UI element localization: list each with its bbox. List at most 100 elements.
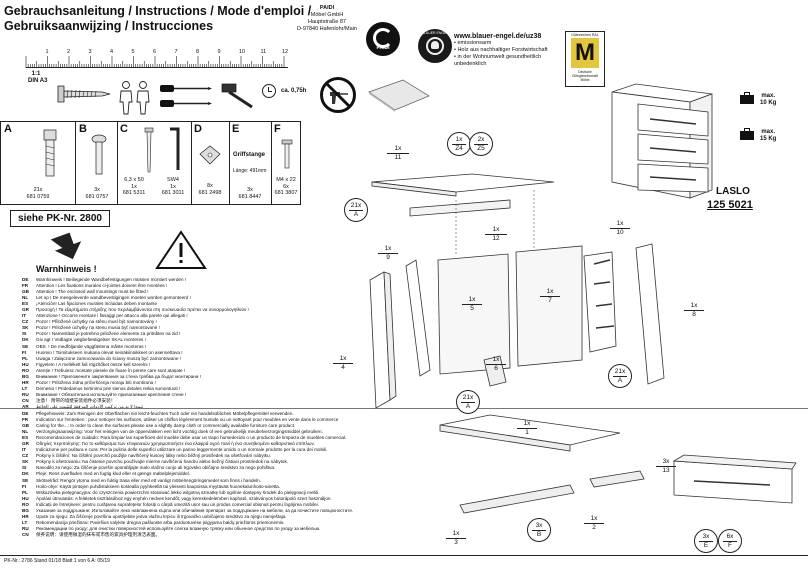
load-drawer-label: max.15 Kg	[760, 129, 777, 142]
warning-row: ES¡Atención! Las fijaciones murales incl…	[22, 301, 362, 307]
warning-text: Pozor ! Priložené úchytky na stenu musia…	[36, 325, 160, 331]
screwdrivers-icon	[160, 85, 212, 107]
warning-lang-code: IT	[22, 313, 27, 319]
care-text: Indicații de întreținere: pentru curățar…	[36, 501, 319, 507]
warning-lang-code: AR	[22, 403, 29, 409]
care-lang-code: GR	[22, 441, 29, 447]
care-text: Pleje: Rens overfladen med en fugtig klu…	[36, 471, 190, 477]
care-text: Indicazione per pulitura e cura: Per la …	[36, 447, 328, 453]
warning-text: تنبيه! لا بد من تركيب الأدوات المرفقة لل…	[36, 403, 144, 409]
warning-lang-code: LT	[22, 385, 28, 391]
warning-text: Pozor ! Priložena zidna pričvršćenja mor…	[36, 379, 156, 385]
hammer-icon	[221, 83, 253, 109]
warning-lang-code: GB	[22, 289, 29, 295]
care-text: Pflegehinweis: Zum Reinigen der Oberfläc…	[36, 411, 294, 416]
warning-lang-code: SK	[22, 325, 29, 331]
scale-label: 1:1 DIN A3	[28, 71, 48, 84]
warning-lang-code: BG	[22, 373, 29, 379]
ruler-number: 9	[217, 49, 221, 55]
care-text: Skötselråd: Rengör ytorna med en fuktig …	[36, 477, 261, 483]
care-lang-code: HR	[22, 513, 29, 519]
drawer-assembly-drawing	[439, 414, 797, 514]
care-lang-code: RO	[22, 501, 29, 507]
dowel-a-icon	[43, 129, 57, 177]
part-letter-b: B	[79, 123, 87, 135]
assembly-time: ca. 0,75h	[281, 88, 307, 94]
warning-row: HR Pozor ! Priložena zidna pričvršćenja m…	[22, 380, 362, 386]
warning-row: SK Pozor ! Priložené úchytky na stenu mus…	[22, 325, 362, 331]
cam-bolt-b-icon	[91, 134, 107, 175]
warning-text: Let op ! De meegeleverde wandbevestiging…	[36, 295, 191, 301]
warning-text: Warnhinweis ! Beiliegende Wandbefestigun…	[36, 277, 187, 282]
care-text: Οδηγίες περιποίησης: Για το καθάρισμα τω…	[36, 441, 316, 447]
warning-lang-code: RO	[22, 367, 29, 373]
care-lang-code: SE	[22, 477, 29, 483]
care-lang-code: ES	[22, 435, 29, 441]
ruler-number: 6	[153, 49, 157, 55]
warning-text: Προσοχή ! Τα εξαρτήματα στήριξης που περ…	[36, 307, 249, 313]
care-text: 保养说明：请使用微湿的抹布或市售的家具护理剂清洁表面。	[36, 531, 161, 537]
footer-text: PK-Nr.: 2786 Stand 01/18 Blatt 1 von 6 A…	[4, 558, 110, 564]
warning-text: Giv agt ! Vedlagte vægbefæstigelser SKAL…	[36, 337, 146, 343]
ruler-number: 7	[174, 49, 178, 55]
cardboard-underlay-icon	[368, 79, 430, 112]
clock-icon	[262, 84, 276, 98]
arrow-down-icon	[50, 232, 82, 260]
ruler-number: 3	[88, 49, 92, 55]
screw-f-icon	[281, 139, 293, 169]
product-number: 125 5021	[707, 199, 753, 211]
care-text: Caring for the...: In order to clean the…	[36, 423, 296, 429]
screw-c-icon	[144, 127, 154, 173]
part-e-title: Griffstange	[233, 152, 266, 158]
ruler-number: 5	[131, 49, 135, 55]
part-letter-c: C	[120, 123, 128, 135]
warning-lang-code: FR	[22, 283, 29, 289]
care-row: HR Upute za njegu: Za čišćenje površina u…	[22, 514, 552, 520]
warning-text: Dėmesio ! Pridedamus tvirtinimo prie sie…	[36, 385, 181, 391]
weight-icon-drawer	[740, 128, 754, 140]
care-lang-code: PL	[22, 489, 28, 495]
product-name: LASLO	[716, 186, 750, 197]
page-title: Gebrauchsanleitung / Instructions / Mode…	[4, 4, 311, 18]
care-lang-code: DK	[22, 471, 29, 477]
care-row: GR Οδηγίες περιποίησης: Για το καθάρισμα …	[22, 441, 552, 447]
care-text: Upute za njegu: Za čišćenje površina upo…	[36, 513, 287, 519]
part-letter-a: A	[4, 123, 12, 135]
part-letter-d: D	[194, 123, 202, 135]
title-de: Gebrauchsanleitung	[4, 4, 125, 18]
warning-row: LT Dėmesio ! Pridedamus tvirtinimo prie s…	[22, 386, 362, 392]
exploded-assembly-drawing	[369, 173, 665, 409]
warning-row: AR تنبيه! لا بد من تركيب الأدوات المرفقة …	[22, 404, 362, 410]
ruler-number: 1	[45, 49, 49, 55]
part-letter-f: F	[274, 123, 281, 135]
care-text: Рекомендации по уходу: для очистки повер…	[36, 525, 321, 531]
title-rest: / Instructions / Mode d'emploi /	[124, 4, 312, 18]
warning-lang-code: HR	[22, 379, 29, 385]
warning-text: Figyelem ! A mellékelt fali rögzítőket ö…	[36, 361, 151, 367]
